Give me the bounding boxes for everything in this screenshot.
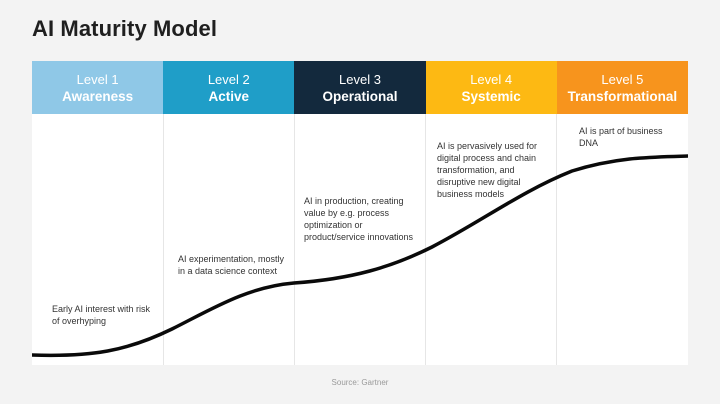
level-5-description: AI is part of business DNA: [579, 126, 663, 148]
source-caption: Source: Gartner: [331, 378, 389, 387]
level-3-header: Level 3 Operational: [294, 61, 426, 114]
level-4-description: AI is pervasively used for digital proce…: [437, 141, 538, 199]
level-3-number: Level 3: [339, 71, 381, 87]
level-4-header: Level 4 Systemic: [425, 61, 557, 114]
level-2-description: AI experimentation, mostly in a data sci…: [178, 254, 285, 276]
column-divider: [294, 114, 295, 365]
level-1-header: Level 1 Awareness: [32, 61, 164, 114]
slide-title: AI Maturity Model: [32, 16, 218, 41]
level-5-header: Level 5 Transformational: [556, 61, 688, 114]
level-4-name: Systemic: [461, 88, 521, 104]
maturity-curve-line: [32, 154, 688, 358]
column-divider: [556, 114, 557, 365]
column-divider: [425, 114, 426, 365]
level-3-description: AI in production, creating value by e.g.…: [304, 196, 414, 242]
level-2-name: Active: [208, 88, 250, 104]
level-5-name: Transformational: [567, 88, 678, 104]
column-divider: [163, 114, 164, 365]
level-1-name: Awareness: [62, 88, 134, 104]
maturity-diagram: Level 1 Awareness Level 2 Active Level 3…: [32, 61, 688, 365]
level-5-number: Level 5: [601, 71, 644, 87]
maturity-s-curve: [32, 154, 688, 358]
level-1-description: Early AI interest with risk of overhypin…: [52, 304, 151, 326]
level-header-row: Level 1 Awareness Level 2 Active Level 3…: [32, 61, 688, 114]
level-2-header: Level 2 Active: [163, 61, 295, 114]
level-3-name: Operational: [322, 88, 398, 104]
level-1-number: Level 1: [76, 71, 119, 87]
level-2-number: Level 2: [207, 71, 250, 87]
level-4-number: Level 4: [470, 71, 513, 87]
